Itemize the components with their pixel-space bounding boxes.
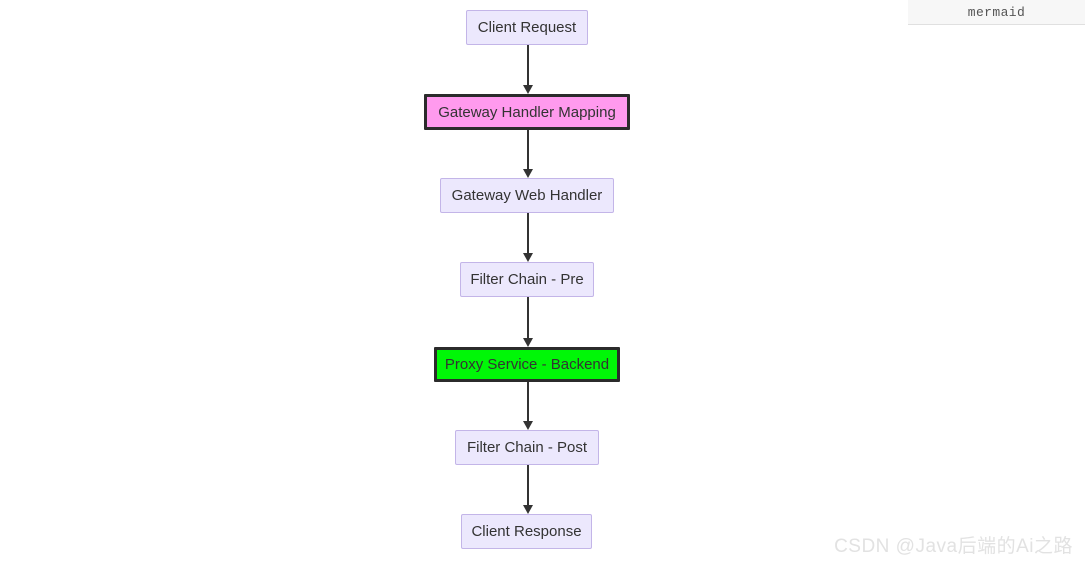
arrowhead-icon (523, 505, 533, 514)
node-label: Client Response (471, 523, 582, 540)
node-gateway-handler-mapping[interactable]: Gateway Handler Mapping (424, 94, 630, 130)
node-label: Gateway Handler Mapping (438, 103, 616, 121)
edge-line (527, 382, 529, 422)
edge-line (527, 213, 529, 254)
node-gateway-web-handler[interactable]: Gateway Web Handler (440, 178, 614, 213)
edge-gateway-web-handler-to-filter-chain-pre (523, 213, 533, 262)
arrowhead-icon (523, 85, 533, 94)
edge-line (527, 130, 529, 170)
node-client-request[interactable]: Client Request (466, 10, 588, 45)
node-label: Gateway Web Handler (451, 187, 603, 204)
arrowhead-icon (523, 338, 533, 347)
edge-line (527, 465, 529, 506)
edge-line (527, 297, 529, 339)
edge-filter-chain-pre-to-proxy-service-backend (523, 297, 533, 347)
node-filter-chain-post[interactable]: Filter Chain - Post (455, 430, 599, 465)
node-label: Filter Chain - Pre (470, 271, 584, 288)
edge-proxy-service-backend-to-filter-chain-post (523, 382, 533, 430)
mermaid-code-tab[interactable]: mermaid (908, 0, 1085, 25)
node-client-response[interactable]: Client Response (461, 514, 592, 549)
node-label: Filter Chain - Post (466, 439, 588, 456)
node-filter-chain-pre[interactable]: Filter Chain - Pre (460, 262, 594, 297)
edge-gateway-handler-mapping-to-gateway-web-handler (523, 130, 533, 178)
mermaid-tab-label: mermaid (967, 4, 1026, 20)
edge-line (527, 45, 529, 86)
node-label: Client Request (477, 19, 577, 36)
edge-filter-chain-post-to-client-response (523, 465, 533, 514)
arrowhead-icon (523, 169, 533, 178)
arrowhead-icon (523, 253, 533, 262)
arrowhead-icon (523, 421, 533, 430)
csdn-watermark: CSDN @Java后端的Ai之路 (834, 536, 1073, 557)
edge-client-request-to-gateway-handler-mapping (523, 45, 533, 94)
node-proxy-service-backend[interactable]: Proxy Service - Backend (434, 347, 620, 382)
node-label: Proxy Service - Backend (444, 356, 610, 373)
